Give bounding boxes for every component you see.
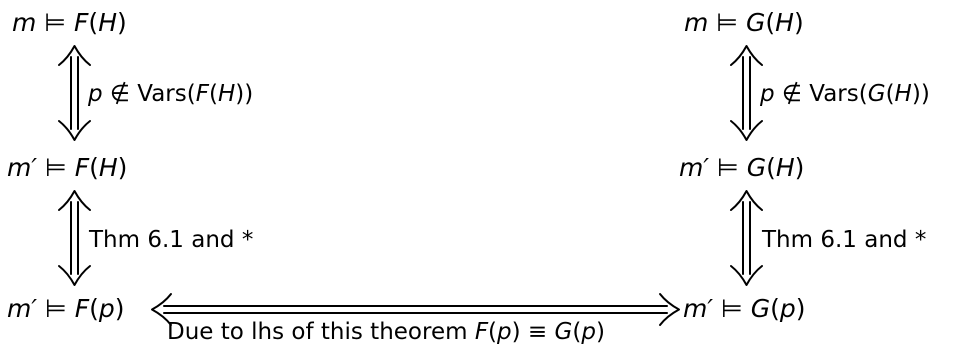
node-function: G [746,153,767,182]
left-lower-double-arrow [58,190,91,286]
node-argument: H [775,8,794,37]
node-paren-open: ( [89,294,99,323]
node-function: G [746,8,766,37]
edge-var: p [760,81,775,107]
edge-text: Due to lhs of this theorem [167,319,475,345]
bottom-double-arrow [151,293,680,326]
node-paren-close: ) [794,153,805,182]
node-argument: p [779,294,796,323]
edge-paren-close: )) [911,81,930,107]
node-right-mid: m′ ⊨ G(H) [679,153,804,183]
right-upper-double-arrow [730,45,763,141]
edge-label-right-lower: Thm 6.1 and * [762,226,926,254]
node-right-top: m ⊨ G(H) [684,8,804,38]
edge-paren-open: ( [885,81,895,107]
edge-label-bottom: Due to lhs of this theorem F(p) ≡ G(p) [167,318,605,346]
node-paren-close: ) [795,294,806,323]
edge-label-right-upper: p ∉ Vars(G(H)) [760,80,930,108]
edge-var: p [88,81,103,107]
node-right-bot: m′ ⊨ G(p) [683,294,805,324]
node-paren-close: ) [117,153,128,182]
node-model: m [12,8,37,37]
edge-label-left-upper: p ∉ Vars(F(H)) [88,80,253,108]
node-left-mid: m′ ⊨ F(H) [7,153,127,183]
node-paren-close: ) [114,294,125,323]
edge-function: F [195,81,209,107]
node-paren-open: ( [88,8,99,37]
node-paren-close: ) [793,8,804,37]
node-paren-close: ) [117,8,127,37]
node-argument: H [98,8,117,37]
edge-paren-close: )) [235,81,254,107]
edge-argument: H [894,81,912,107]
node-argument: p [98,294,115,323]
edge-function: G [554,319,573,345]
edge-equiv: ≡ [520,319,555,345]
node-relation: ⊨ [708,8,747,37]
node-relation: ⊨ [37,153,75,182]
left-upper-double-arrow [58,45,91,141]
edge-function: G [867,81,886,107]
node-paren-open: ( [765,8,776,37]
edge-function: F [474,319,489,345]
node-argument: H [98,153,118,182]
edge-argument: p [497,319,512,345]
node-model: m′ [679,153,710,182]
node-function: F [74,153,90,182]
node-left-top: m ⊨ F(H) [12,8,127,38]
node-paren-open: ( [89,153,99,182]
edge-paren-close: ) [595,319,605,345]
edge-relation: ∉ Vars( [102,81,196,107]
edge-paren-open: ( [208,81,218,107]
node-argument: H [775,153,795,182]
node-relation: ⊨ [36,8,75,37]
node-function: F [74,8,89,37]
node-left-bot: m′ ⊨ F(p) [7,294,125,324]
node-paren-open: ( [766,153,776,182]
node-function: G [750,294,771,323]
edge-paren-open: ( [488,319,498,345]
node-relation: ⊨ [713,294,751,323]
node-model: m′ [7,153,38,182]
edge-argument: H [217,81,236,107]
node-model: m [684,8,709,37]
edge-paren-close: ) [511,319,521,345]
node-function: F [74,294,90,323]
node-relation: ⊨ [709,153,747,182]
edge-label-left-lower: Thm 6.1 and * [89,226,253,254]
node-relation: ⊨ [37,294,75,323]
edge-relation: ∉ Vars( [774,81,868,107]
node-model: m′ [683,294,714,323]
edge-argument: p [581,319,596,345]
edge-text: Thm 6.1 and * [762,227,927,253]
edge-paren-open: ( [572,319,582,345]
node-paren-open: ( [770,294,780,323]
node-model: m′ [7,294,38,323]
edge-text: Thm 6.1 and * [89,227,254,253]
right-lower-double-arrow [730,190,763,286]
